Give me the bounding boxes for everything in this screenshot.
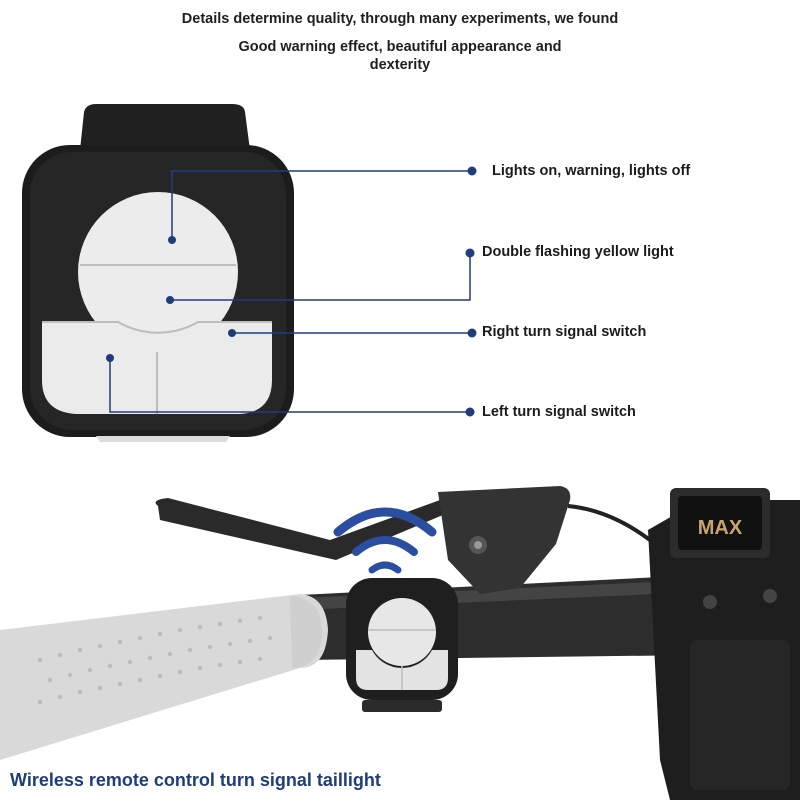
callout-lights: Lights on, warning, lights off <box>492 163 691 179</box>
display-screen <box>678 496 762 550</box>
dot-lights-label <box>467 166 477 176</box>
callout-line-lights <box>171 170 472 240</box>
callout-double-flash: Double flashing yellow light <box>482 244 674 260</box>
grip-end <box>290 596 322 668</box>
callout-dots <box>106 166 477 417</box>
dot-left-turn-label <box>465 407 475 417</box>
display-lower-housing <box>690 640 790 790</box>
remote-clip <box>80 104 250 150</box>
round-button <box>78 192 238 352</box>
callout-right-turn: Right turn signal switch <box>482 324 647 340</box>
dot-lights-button <box>168 236 176 244</box>
remote-controller <box>22 104 294 442</box>
headline-line-1: Details determine quality, through many … <box>181 11 619 27</box>
callout-left-turn: Left turn signal switch <box>482 404 636 420</box>
brake-cable <box>567 504 652 542</box>
mounted-remote-round-button <box>368 598 436 666</box>
dot-double-flash-label <box>465 248 475 258</box>
headline-line-2a: Good warning effect, beautiful appearanc… <box>238 39 562 55</box>
grip-dots <box>37 615 273 705</box>
dot-right-turn-button <box>228 329 236 337</box>
signal-waves-icon <box>333 507 437 574</box>
turn-button-edge <box>42 321 272 334</box>
handlebar-scene: MAX <box>0 486 800 800</box>
dot-right-turn-label <box>467 328 477 338</box>
mounted-remote-clip <box>362 700 442 712</box>
display-screw-right <box>763 589 777 603</box>
caption: Wireless remote control turn signal tail… <box>10 770 381 790</box>
dot-left-turn-button <box>106 354 114 362</box>
headline-line-2b: dexterity <box>369 57 431 73</box>
dot-double-flash-button <box>166 296 174 304</box>
grip <box>0 594 328 760</box>
brake-lever <box>155 498 451 560</box>
remote-base <box>96 436 230 442</box>
callout-lines <box>109 170 472 413</box>
headline-line-2: Good warning effect, beautiful appearanc… <box>0 38 800 74</box>
display-text: MAX <box>698 517 743 539</box>
callout-line-double-flash <box>170 253 471 301</box>
callout-line-left-turn <box>109 358 470 413</box>
brake-housing <box>438 486 571 594</box>
display-screw-left <box>703 595 717 609</box>
